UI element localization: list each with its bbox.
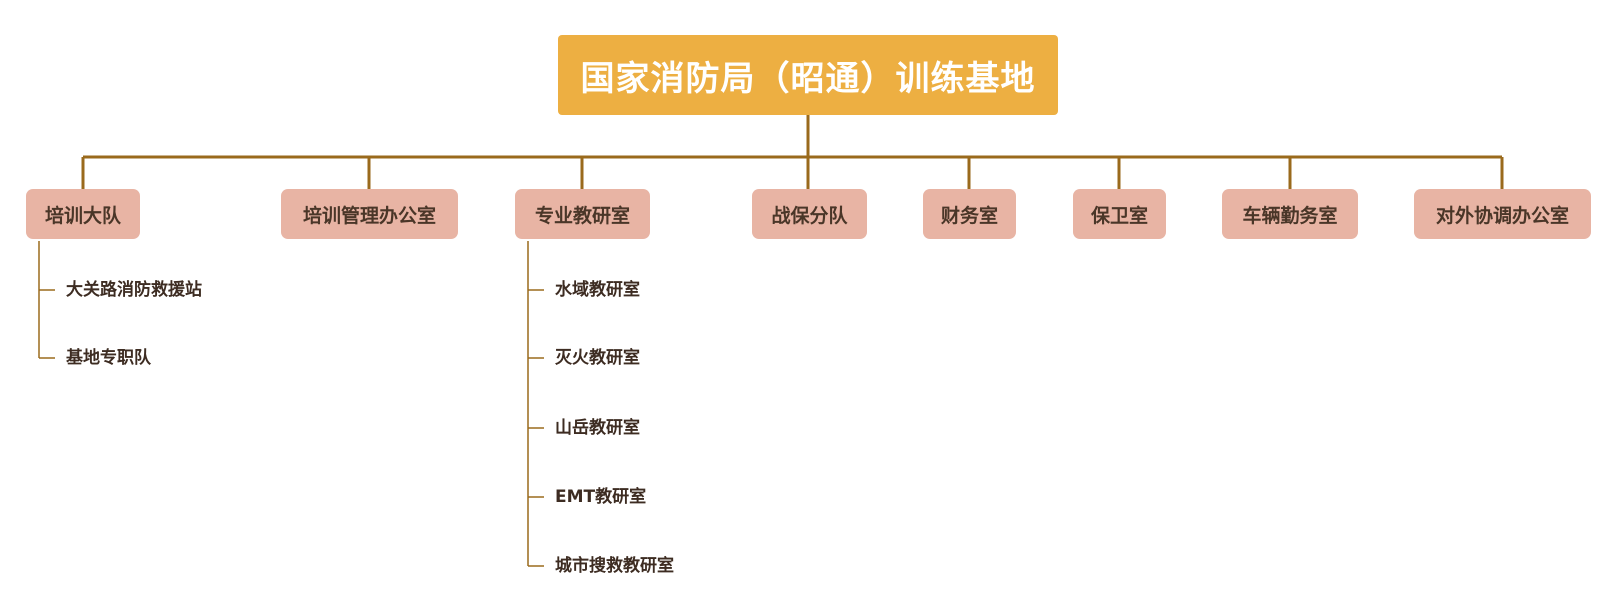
dept-label: 培训大队 <box>44 204 121 227</box>
dept-node-combat-support-unit: 战保分队 <box>752 189 867 239</box>
dept-label: 车辆勤务室 <box>1242 204 1338 227</box>
dept-node-external-coordination-office: 对外协调办公室 <box>1414 189 1591 239</box>
sub-unit-fire-fighting-teaching-research: 灭火教研室 <box>555 348 640 368</box>
sub-unit-base-full-time-team: 基地专职队 <box>66 348 151 368</box>
dept-node-training-management-office: 培训管理办公室 <box>281 189 458 239</box>
dept-node-finance-office: 财务室 <box>923 189 1016 239</box>
dept-node-vehicle-service-office: 车辆勤务室 <box>1222 189 1358 239</box>
dept-label: 专业教研室 <box>534 204 630 227</box>
root-node: 国家消防局（昭通）训练基地 <box>558 35 1058 115</box>
sub-unit-mountain-teaching-research: 山岳教研室 <box>555 418 640 438</box>
root-title: 国家消防局（昭通）训练基地 <box>580 58 1036 99</box>
dept-node-security-office: 保卫室 <box>1073 189 1166 239</box>
sub-unit-water-rescue-teaching-research: 水域教研室 <box>555 280 640 300</box>
dept-label: 保卫室 <box>1090 204 1148 227</box>
sub-unit-emt-teaching-research: EMT教研室 <box>555 487 647 507</box>
dept-label: 战保分队 <box>771 204 848 227</box>
sub-unit-daguan-road-fire-station: 大关路消防救援站 <box>66 280 202 300</box>
dept-node-training-brigade: 培训大队 <box>26 189 140 239</box>
dept-label: 培训管理办公室 <box>302 204 436 227</box>
dept-node-professional-teaching-research: 专业教研室 <box>515 189 650 239</box>
dept-label: 财务室 <box>940 204 998 227</box>
dept-label: 对外协调办公室 <box>1435 204 1569 227</box>
sub-unit-urban-search-rescue-teaching-research: 城市搜救教研室 <box>555 556 674 576</box>
